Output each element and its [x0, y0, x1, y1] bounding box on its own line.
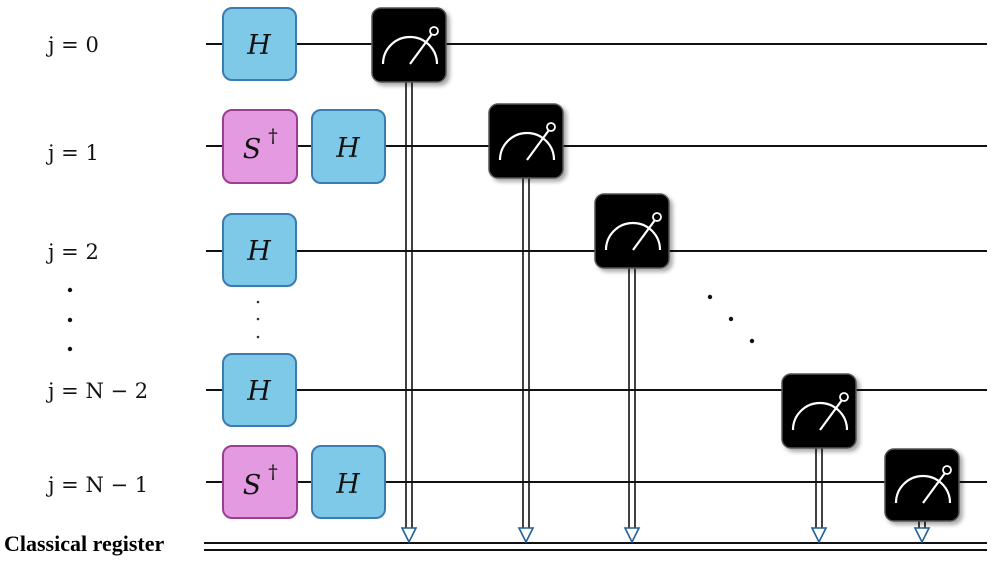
diagonal-ellipsis-icon [707, 294, 755, 344]
vertical-ellipsis-icon [67, 287, 73, 352]
h-gate: H [311, 109, 386, 184]
classical-register-wire [204, 542, 987, 551]
qubit-label-1: j = 1 [45, 141, 99, 165]
h-gate: H [222, 7, 297, 81]
measurement-meter-icon [488, 103, 564, 179]
gate-superscript: † [268, 125, 278, 147]
s-dagger-gate: S † [222, 109, 298, 184]
arrowhead-icon [400, 527, 931, 544]
h-gate: H [311, 445, 386, 519]
gate-label: S [243, 470, 262, 501]
classical-lines [405, 82, 926, 528]
gate-label: H [335, 133, 360, 164]
vertical-ellipsis-icon [256, 300, 260, 339]
classical-register-label: Classical register [4, 531, 165, 556]
s-dagger-gate: S † [222, 445, 298, 519]
gate-label: S [243, 134, 262, 165]
gate-label: H [335, 469, 360, 500]
gate-label: H [246, 30, 271, 61]
gate-label: H [246, 236, 271, 267]
measurement-meter-icon [781, 373, 857, 449]
measurement-meter-icon [371, 7, 447, 83]
measurement-meter-icon [594, 193, 670, 269]
qubit-label-4: j = N − 1 [45, 473, 148, 497]
gate-superscript: † [268, 461, 278, 483]
qubit-label-0: j = 0 [45, 33, 99, 57]
qubit-label-2: j = 2 [45, 240, 99, 264]
h-gate: H [222, 353, 297, 427]
measurement-meter-icon [884, 448, 960, 522]
h-gate: H [222, 213, 297, 287]
gate-label: H [246, 376, 271, 407]
qubit-label-3: j = N − 2 [45, 379, 148, 403]
